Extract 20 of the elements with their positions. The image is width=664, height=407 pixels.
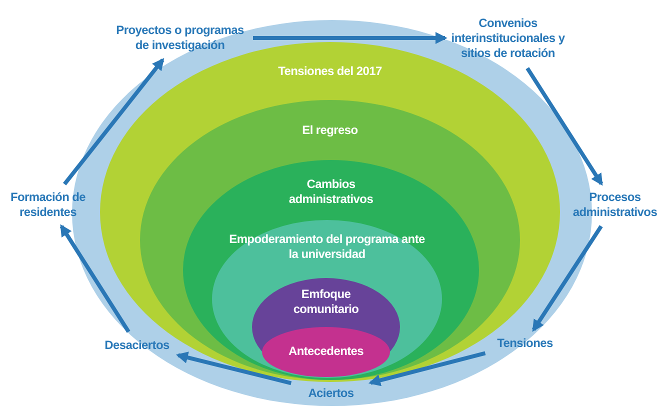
layer-label: Empoderamiento del programa ante la universidad [228,232,426,262]
arrow [532,225,603,332]
ring-label: Tensiones [497,336,553,350]
ring-label: Aciertos [308,386,354,400]
ring-label: Formación de residentes [9,190,87,220]
arrow [60,224,130,333]
layer-label: Emfoque comunitario [292,287,360,317]
ellipse-layer [262,327,390,377]
layer-label: Antecedentes [287,344,365,359]
arrow [526,67,604,186]
arrow [62,58,164,186]
layer-label: El regreso [301,123,359,138]
arrow [253,32,448,44]
ring-label: Proyectos o programas de investigación [115,23,245,53]
ring-label: Procesos administrativos [572,190,658,220]
layer-label: Tensiones del 2017 [277,64,383,79]
ring-label: Desaciertos [104,338,170,352]
arrow [176,352,292,386]
arrow [368,351,486,386]
layer-label: Cambios administrativos [288,177,374,207]
